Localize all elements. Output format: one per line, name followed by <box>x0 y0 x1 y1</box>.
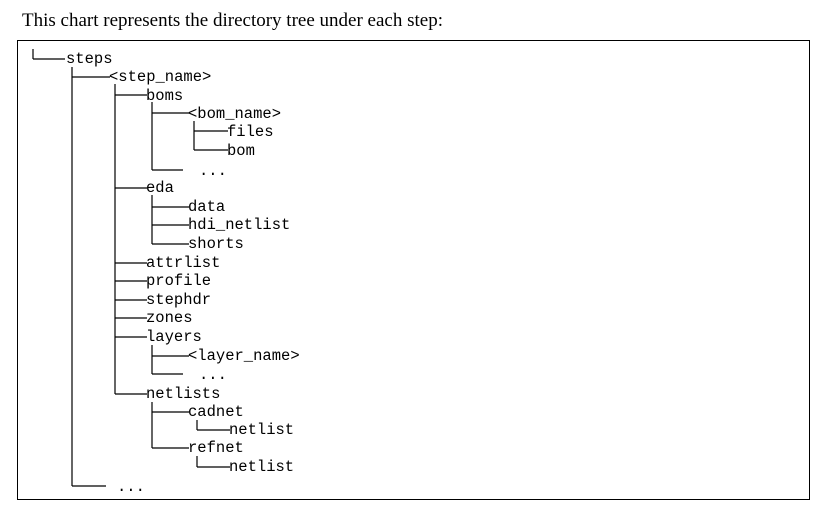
node-boms: boms <box>146 87 183 105</box>
node-zones: zones <box>146 309 193 327</box>
node-eda: eda <box>146 179 174 197</box>
node-refnet-netlist: netlist <box>229 458 294 476</box>
node-bom: bom <box>227 142 255 160</box>
node-refnet: refnet <box>188 439 244 457</box>
node-files: files <box>227 123 274 141</box>
node-cadnet-netlist: netlist <box>229 421 294 439</box>
directory-tree-box <box>17 40 810 500</box>
node-bom-name: <bom_name> <box>188 105 281 123</box>
node-steps-ellipsis: ... <box>117 478 145 496</box>
tree-connectors <box>32 49 230 487</box>
node-boms-ellipsis: ... <box>199 162 227 180</box>
node-steps: steps <box>66 50 113 68</box>
node-data: data <box>188 198 225 216</box>
node-layers: layers <box>146 328 202 346</box>
node-shorts: shorts <box>188 235 244 253</box>
node-attrlist: attrlist <box>146 254 220 272</box>
node-layer-name: <layer_name> <box>188 347 300 365</box>
tree-labels: steps <step_name> boms <bom_name> files … <box>66 50 300 496</box>
node-profile: profile <box>146 272 211 290</box>
node-hdi-netlist: hdi_netlist <box>188 216 290 234</box>
node-cadnet: cadnet <box>188 403 244 421</box>
node-layers-ellipsis: ... <box>199 366 227 384</box>
intro-sentence: This chart represents the directory tree… <box>22 10 443 31</box>
node-step-name: <step_name> <box>109 68 211 86</box>
node-stephdr: stephdr <box>146 291 211 309</box>
node-netlists: netlists <box>146 385 220 403</box>
